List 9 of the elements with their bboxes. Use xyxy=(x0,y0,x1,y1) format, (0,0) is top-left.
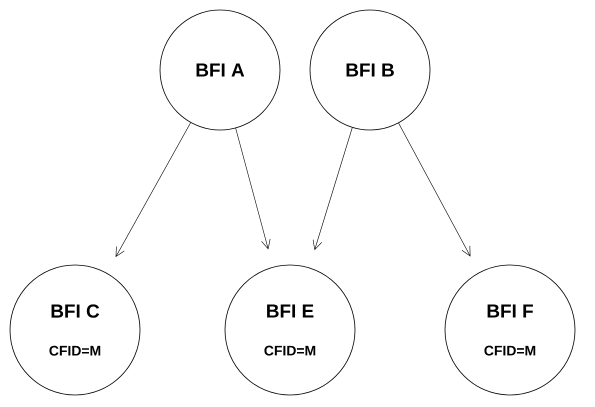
arrow xyxy=(398,122,470,257)
circle-node: BFI C CFID=M xyxy=(10,264,140,396)
circle-node: BFI A xyxy=(160,10,280,130)
arrow xyxy=(312,127,353,250)
arrow xyxy=(116,122,191,258)
circle-node: BFI F CFID=M xyxy=(444,264,576,396)
circle-node: BFI E CFID=M xyxy=(224,264,356,396)
arrow xyxy=(235,128,270,250)
circle-node: BFI B xyxy=(310,10,430,130)
